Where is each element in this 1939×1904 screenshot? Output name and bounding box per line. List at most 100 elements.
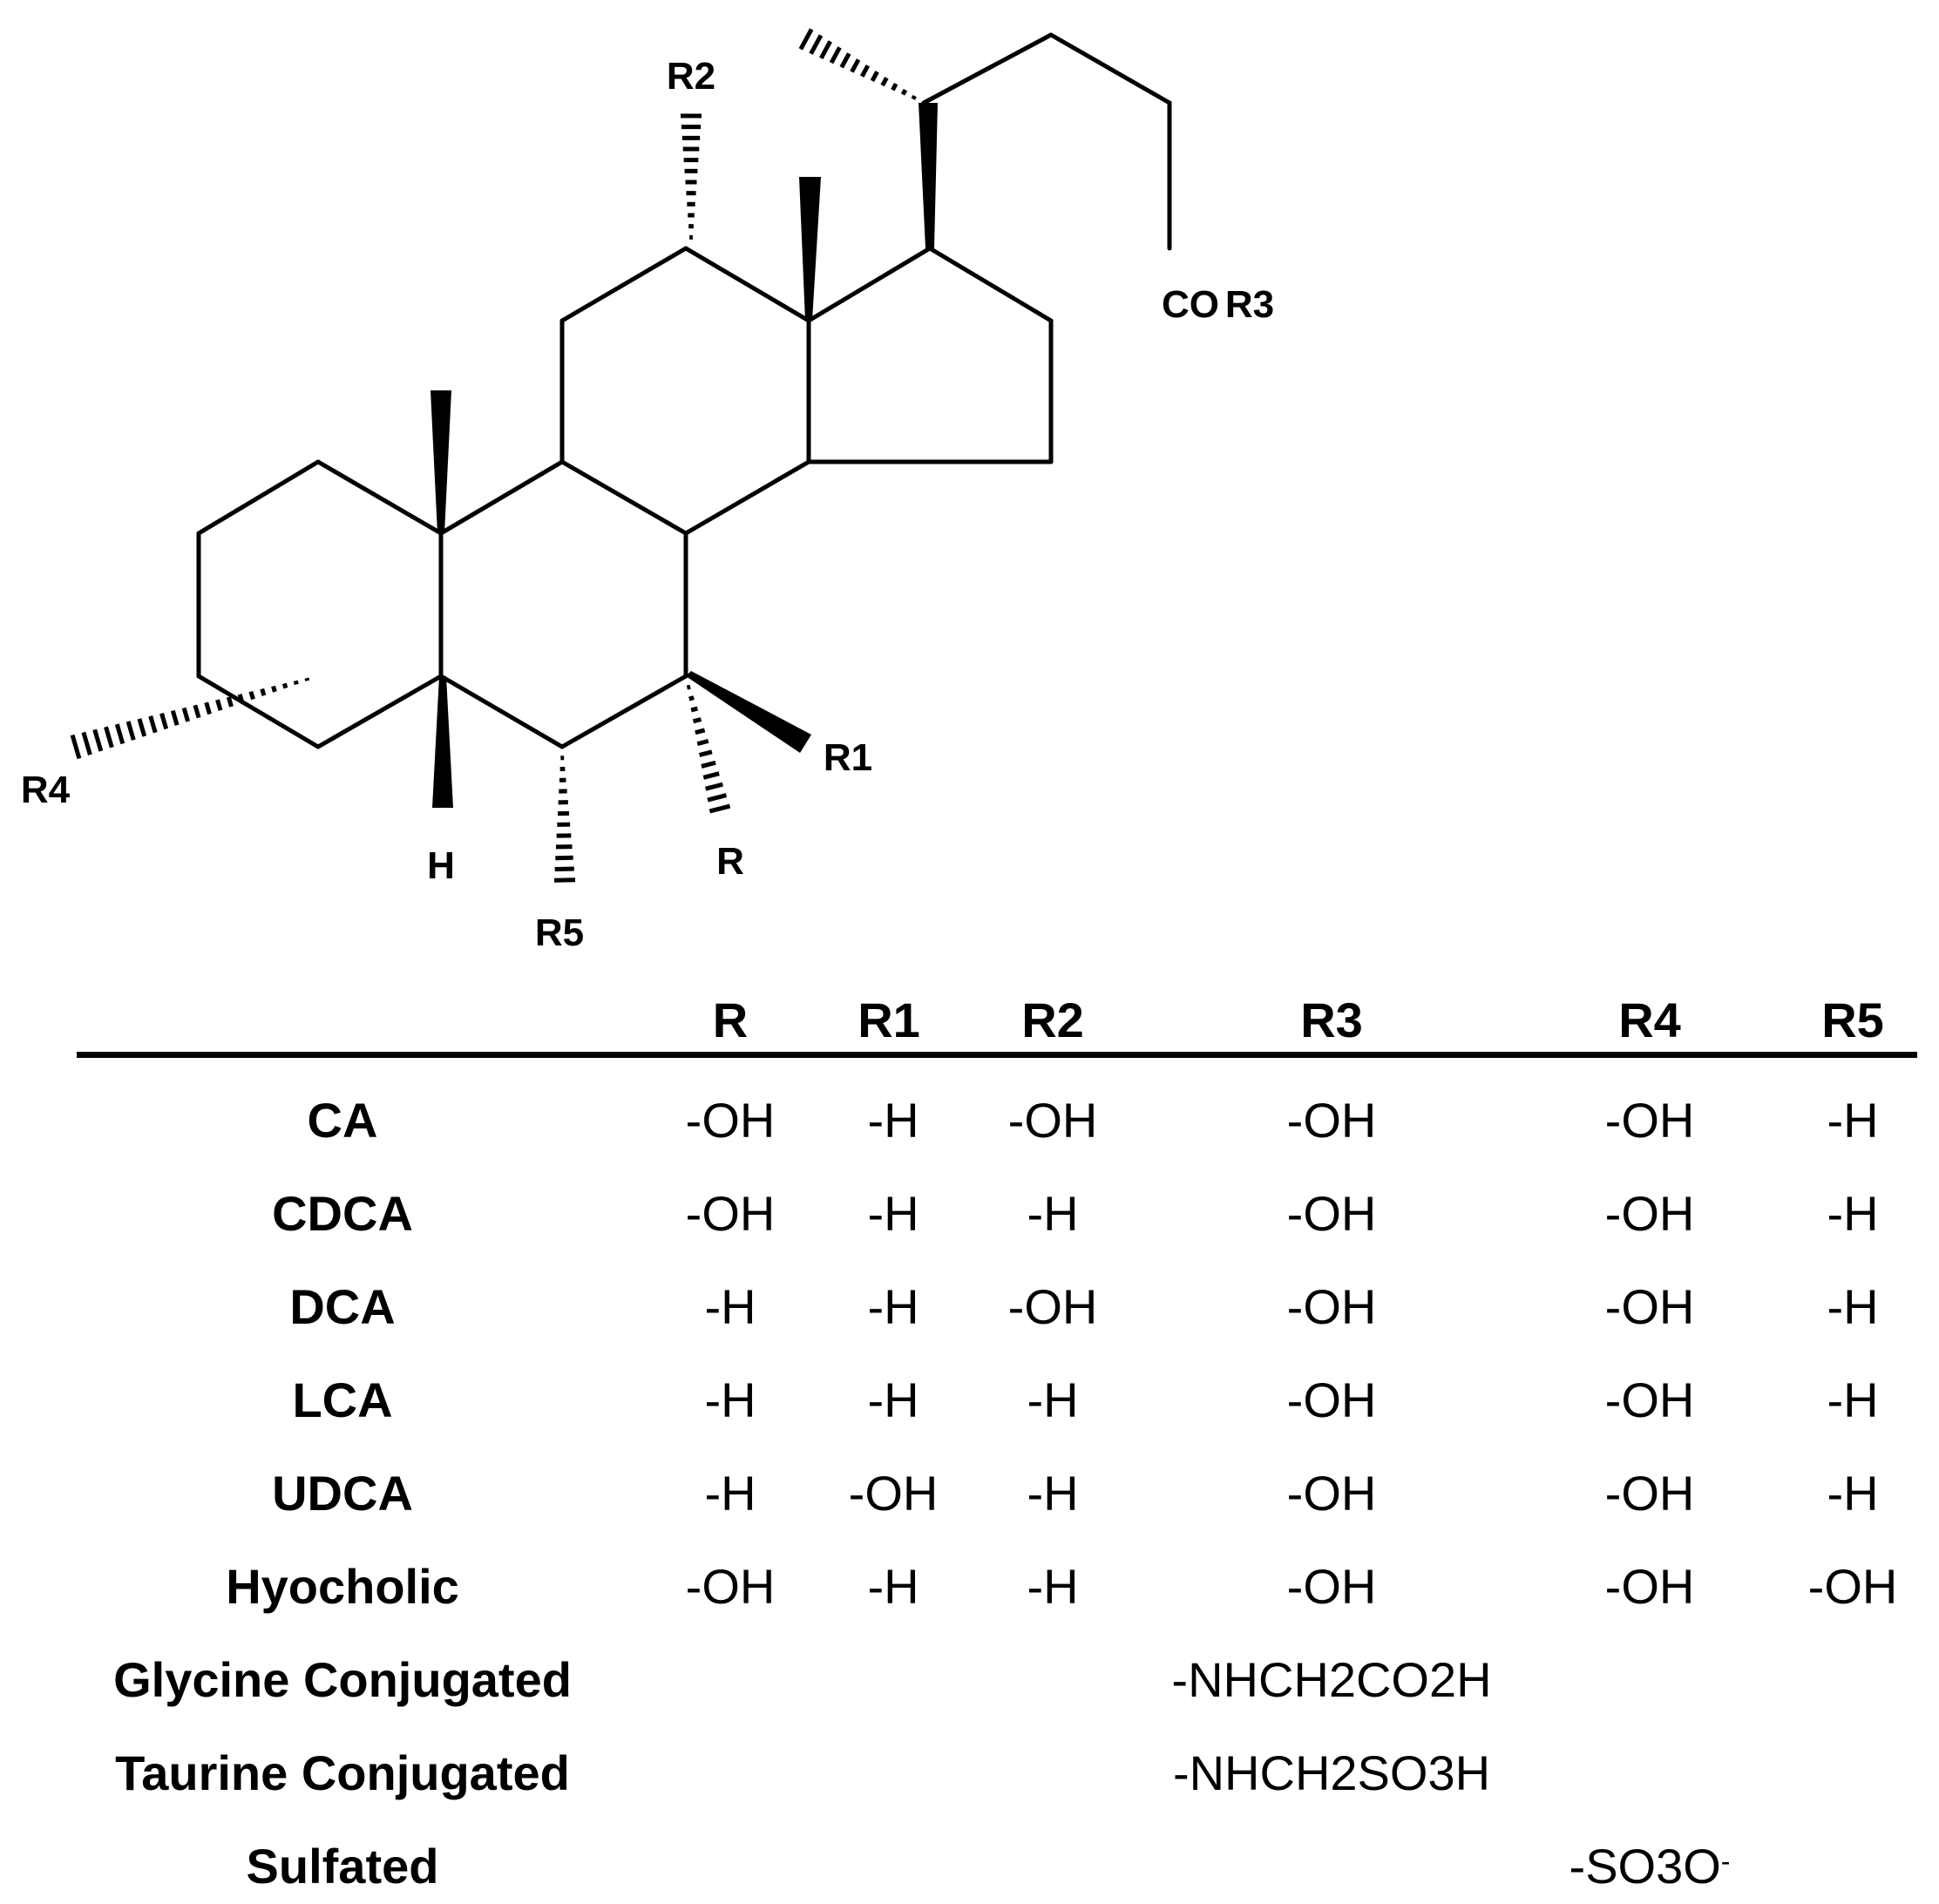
r5-label: R5 xyxy=(534,911,585,954)
table-cell: -NHCH2CO2H xyxy=(1171,1652,1492,1707)
hash-stroke xyxy=(850,58,861,73)
charge-superscript: - xyxy=(1720,1846,1731,1877)
table-cell: -OH xyxy=(1286,1186,1377,1241)
table-cell: -OH xyxy=(1807,1559,1898,1614)
table-cell: -OH xyxy=(1604,1372,1695,1427)
table-cell: -H xyxy=(867,1372,919,1427)
hash-stroke xyxy=(226,696,234,708)
hash-stroke xyxy=(204,701,212,715)
hash-stroke xyxy=(148,715,158,734)
table-cell: -OH xyxy=(1604,1559,1695,1614)
hash-stroke xyxy=(702,771,720,780)
table-cell: -OH xyxy=(1604,1279,1695,1334)
col-header-r1: R1 xyxy=(858,993,920,1047)
hash-stroke xyxy=(692,717,702,724)
table-cell: -OH xyxy=(848,1466,939,1521)
table-cell: -OH xyxy=(1286,1559,1377,1614)
hash-stroke xyxy=(705,782,723,791)
wedge-bonds xyxy=(431,103,938,808)
cor3-r3-label: R3 xyxy=(1224,283,1275,326)
hash-stroke xyxy=(900,89,908,96)
table-cell: -NHCH2SO3H xyxy=(1172,1745,1491,1800)
cor3-co-label: CO xyxy=(1162,283,1219,326)
r2-label: R2 xyxy=(666,55,716,98)
hash-stroke xyxy=(819,40,832,60)
hash-stroke xyxy=(798,28,814,51)
table-cell: -OH xyxy=(1604,1466,1695,1521)
table-header-rule xyxy=(77,1052,1917,1058)
col-header-r5: R5 xyxy=(1821,993,1884,1047)
hash-stroke xyxy=(260,688,267,696)
hash-bonds xyxy=(70,28,917,883)
table-cell: -OH xyxy=(1007,1093,1098,1148)
r1-label: R1 xyxy=(823,736,873,779)
hash-stroke xyxy=(81,731,92,756)
hash-stroke xyxy=(698,749,713,757)
hash-stroke xyxy=(170,709,180,726)
row-name: Glycine Conjugated xyxy=(113,1652,572,1707)
hash-stroke xyxy=(293,680,299,686)
table-cell: -H xyxy=(704,1372,756,1427)
hash-stroke xyxy=(701,760,716,769)
hash-stroke xyxy=(114,723,125,745)
table-cell: -H xyxy=(1027,1466,1079,1521)
table-cell: -OH xyxy=(1604,1186,1695,1241)
row-name: CA xyxy=(307,1093,378,1148)
table-cell: -H xyxy=(1827,1279,1879,1334)
h-label: H xyxy=(427,844,455,887)
hash-stroke xyxy=(696,738,709,747)
hash-stroke xyxy=(859,64,871,78)
hash-stroke xyxy=(181,707,191,722)
hash-stroke xyxy=(237,694,245,704)
row-name: UDCA xyxy=(272,1466,413,1521)
hash-stroke xyxy=(708,803,731,814)
hash-stroke xyxy=(870,71,879,83)
table-cell: -OH xyxy=(1286,1093,1377,1148)
hash-stroke xyxy=(686,684,691,690)
hash-stroke xyxy=(215,699,223,711)
hash-stroke xyxy=(695,728,706,735)
col-header-r: R xyxy=(712,993,749,1047)
hash-stroke xyxy=(104,726,114,749)
hash-stroke xyxy=(137,718,147,737)
hash-stroke xyxy=(690,706,699,713)
table-cell: -H xyxy=(1027,1186,1079,1241)
hash-stroke xyxy=(159,712,169,730)
table-cell: -OH xyxy=(1286,1466,1377,1521)
hash-stroke xyxy=(125,721,136,741)
table-cell: -OH xyxy=(1286,1372,1377,1427)
hash-stroke xyxy=(688,695,695,701)
table-cell: -H xyxy=(1027,1559,1079,1614)
row-name: LCA xyxy=(292,1372,393,1427)
table-cell: -H xyxy=(1827,1093,1879,1148)
col-header-r3: R3 xyxy=(1300,993,1363,1047)
hash-stroke xyxy=(911,94,917,100)
hash-stroke xyxy=(809,34,824,55)
hash-stroke xyxy=(839,52,851,69)
col-header-r4: R4 xyxy=(1618,993,1681,1047)
hash-stroke xyxy=(707,793,728,803)
table-cell: -SO3O- xyxy=(1570,1842,1731,1891)
row-name: DCA xyxy=(289,1279,396,1334)
r4-label: R4 xyxy=(20,769,71,811)
table-cell: -H xyxy=(704,1279,756,1334)
table-cell: -OH xyxy=(685,1093,776,1148)
table-cell: -OH xyxy=(685,1186,776,1241)
table-cell: -OH xyxy=(1007,1279,1098,1334)
sulfated-value: -SO3O xyxy=(1569,1839,1721,1894)
skeletal-bonds xyxy=(196,32,1172,749)
table-cell: -OH xyxy=(1286,1279,1377,1334)
table-cell: -H xyxy=(1827,1466,1879,1521)
table-cell: -H xyxy=(1827,1372,1879,1427)
col-header-r2: R2 xyxy=(1021,993,1084,1047)
row-name: CDCA xyxy=(272,1186,413,1241)
hash-stroke xyxy=(880,77,889,87)
table-cell: -OH xyxy=(1604,1093,1695,1148)
hash-stroke xyxy=(70,734,82,760)
table-cell: -H xyxy=(867,1093,919,1148)
hash-stroke xyxy=(248,691,255,701)
hash-stroke xyxy=(193,704,201,719)
table-cell: -H xyxy=(1027,1372,1079,1427)
table-cell: -H xyxy=(867,1279,919,1334)
row-name: Sulfated xyxy=(246,1839,439,1894)
